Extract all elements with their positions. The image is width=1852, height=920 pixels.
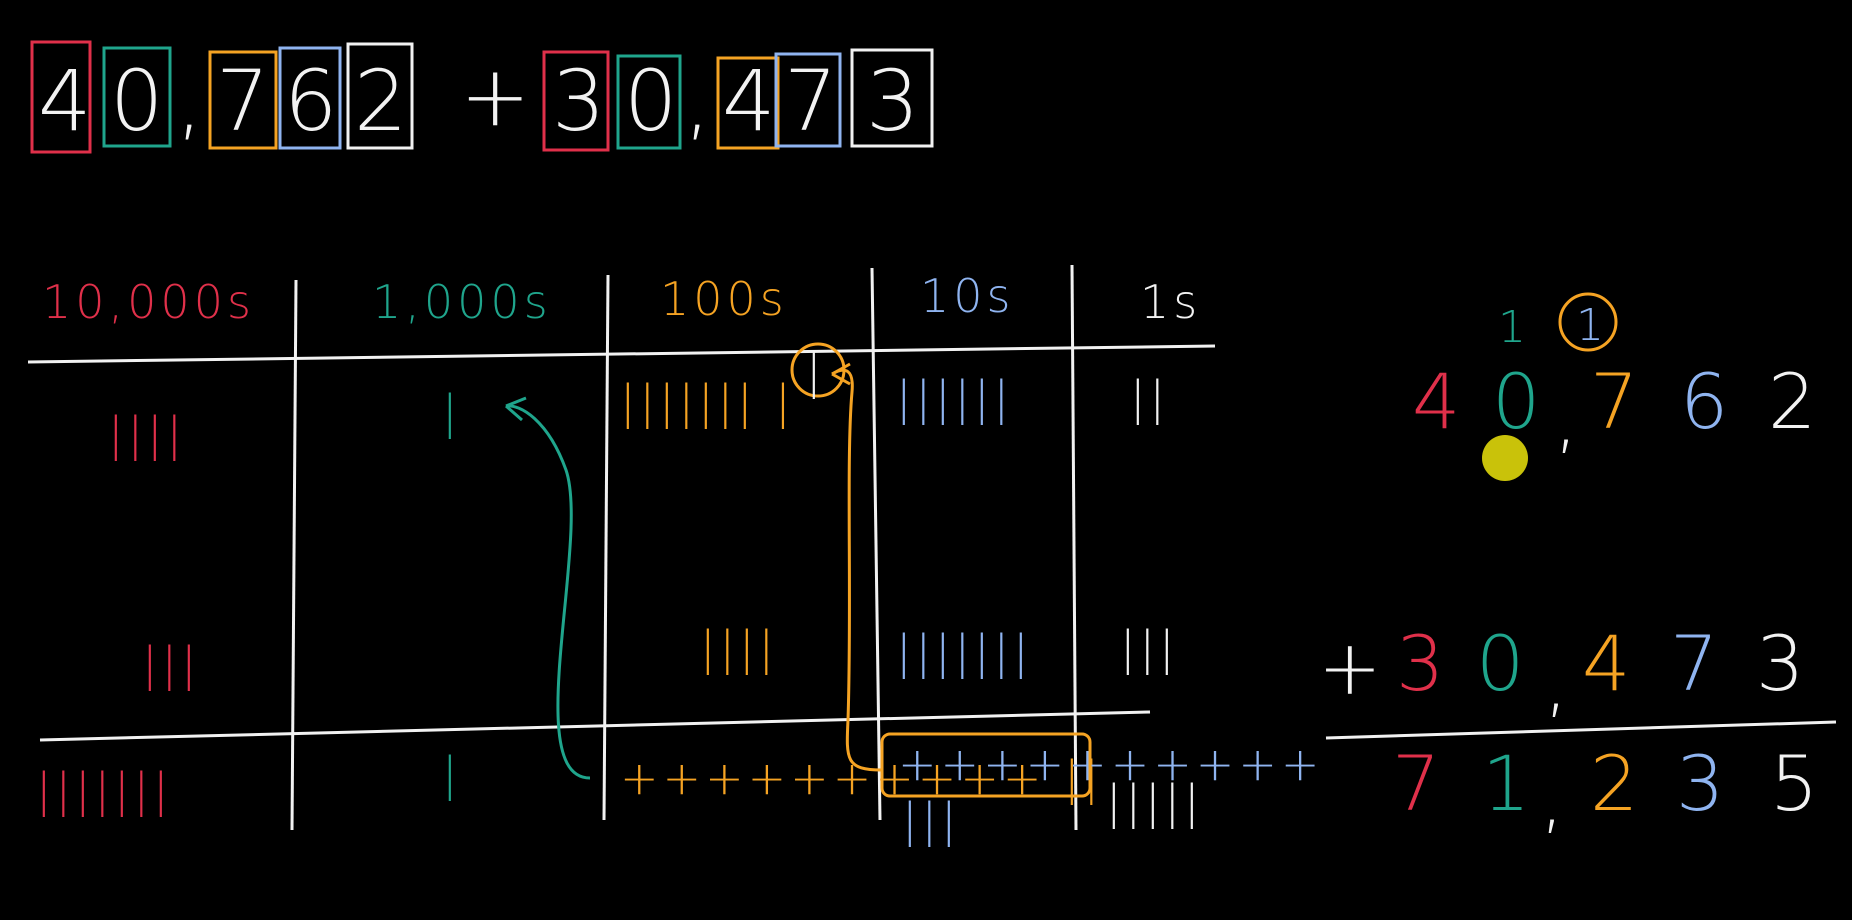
first-digit-2: 2 bbox=[354, 52, 407, 150]
second-digit-3b: 3 bbox=[866, 52, 919, 150]
header-1000s: 1,000s bbox=[372, 275, 552, 329]
result-digit-7: 7 bbox=[1392, 739, 1446, 828]
digit-box-1s-second bbox=[850, 48, 934, 148]
plus-sign: + bbox=[460, 47, 530, 145]
bottom-digit-4: 4 bbox=[1582, 619, 1636, 708]
tally-100s-row1: ||||||| | bbox=[620, 375, 795, 430]
tally-10s-row3: ++++++++++ bbox=[898, 737, 1323, 791]
result-digit-1: 1 bbox=[1482, 739, 1536, 828]
header-10s: 10s bbox=[920, 269, 1015, 323]
second-digit-3: 3 bbox=[552, 52, 605, 150]
first-comma: , bbox=[176, 52, 203, 150]
place-value-table: 10,000s 1,000s 100s 10s 1s |||| | ||||||… bbox=[27, 264, 1323, 848]
result-digit-5: 5 bbox=[1770, 739, 1824, 828]
header-10000s: 10,000s bbox=[42, 275, 255, 329]
first-digit-6: 6 bbox=[284, 52, 337, 150]
addition-expression: 4 0 , 7 6 2 + 3 0 , 4 7 3 bbox=[30, 40, 934, 154]
tally-1s-row3: ||||| bbox=[1106, 775, 1204, 830]
carry-arrow-tens bbox=[831, 368, 883, 772]
carry-arrow-hundreds bbox=[505, 404, 591, 780]
tally-10s-row1: |||||| bbox=[896, 371, 1013, 426]
top-digit-2: 2 bbox=[1768, 357, 1822, 446]
digit-box-1s bbox=[346, 42, 414, 150]
bottom-digit-7: 7 bbox=[1670, 619, 1724, 708]
digit-box-100s-second bbox=[716, 56, 780, 150]
bottom-digit-3: 3 bbox=[1396, 619, 1450, 708]
tally-1000s-row1: | bbox=[442, 385, 462, 440]
carry-100s: 1 bbox=[1576, 300, 1604, 351]
group-box-tens bbox=[880, 732, 1092, 798]
tally-1s-row1: || bbox=[1130, 371, 1169, 426]
top-digit-7: 7 bbox=[1590, 357, 1644, 446]
carry-mark-100s: | bbox=[806, 345, 826, 400]
tally-10000s-row2: ||| bbox=[142, 637, 201, 692]
vertical-addition: 1 1 4 0 , 7 6 2 + 3 0 , 4 7 3 7 1 , 2 3 … bbox=[1318, 292, 1837, 842]
tally-10s-row3-extra: ||| bbox=[902, 793, 961, 848]
tally-1s-row2: ||| bbox=[1120, 621, 1179, 676]
first-digit-7: 7 bbox=[216, 52, 269, 150]
result-digit-2: 2 bbox=[1590, 739, 1644, 828]
top-digit-4: 4 bbox=[1412, 357, 1466, 446]
digit-box-100s bbox=[208, 50, 278, 150]
digit-box-10000s-second bbox=[542, 50, 610, 152]
top-digit-0: 0 bbox=[1492, 357, 1546, 446]
plus-sign-vertical: + bbox=[1318, 623, 1388, 712]
header-100s: 100s bbox=[660, 272, 788, 326]
tally-100s-row2: |||| bbox=[700, 621, 778, 676]
tally-10000s-row3: ||||||| bbox=[36, 763, 173, 818]
first-digit-4: 4 bbox=[38, 52, 91, 150]
tally-1000s-row3: | bbox=[442, 747, 462, 802]
second-digit-7: 7 bbox=[784, 52, 837, 150]
second-digit-4: 4 bbox=[722, 52, 775, 150]
digit-box-10000s bbox=[30, 40, 92, 154]
tally-10s-row2: ||||||| bbox=[896, 625, 1033, 680]
carry-circle-100s-vertical bbox=[1558, 292, 1618, 352]
cursor-pointer-dot bbox=[1482, 435, 1528, 481]
digit-box-10s bbox=[278, 46, 342, 150]
header-1s: 1s bbox=[1140, 275, 1201, 329]
top-digit-6: 6 bbox=[1680, 357, 1734, 446]
second-comma: , bbox=[684, 52, 711, 150]
second-digit-0: 0 bbox=[624, 52, 677, 150]
result-digit-3: 3 bbox=[1676, 739, 1730, 828]
digit-box-1000s bbox=[102, 46, 172, 148]
top-comma: , bbox=[1554, 373, 1584, 462]
first-digit-0: 0 bbox=[110, 52, 163, 150]
tally-10000s-row1: |||| bbox=[108, 407, 186, 462]
digit-box-10s-second bbox=[774, 52, 842, 148]
carry-1000s: 1 bbox=[1498, 302, 1526, 353]
result-comma: , bbox=[1540, 753, 1570, 842]
bottom-digit-0: 0 bbox=[1476, 619, 1530, 708]
digit-box-1000s-second bbox=[616, 54, 682, 150]
bottom-digit-3b: 3 bbox=[1756, 619, 1810, 708]
bottom-comma: , bbox=[1544, 637, 1574, 726]
sum-line bbox=[1325, 720, 1837, 740]
